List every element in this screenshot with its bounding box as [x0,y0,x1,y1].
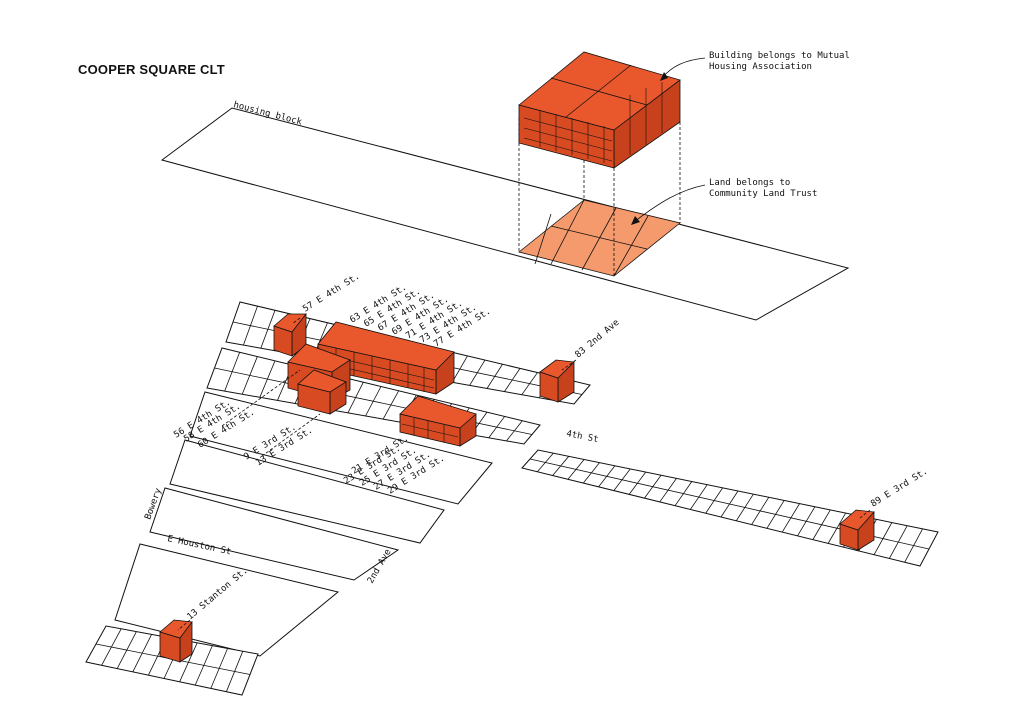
lot-line [214,367,533,435]
land-parcel [518,199,681,277]
label-fourth-st: 4th St [565,429,599,445]
building-annotation-line-2: Housing Association [709,62,812,72]
houston-block [149,487,400,581]
building-group-e4th [317,321,455,395]
building-annotation: Building belongs to Mutual Housing Assoc… [709,51,850,73]
e3rd-south-block [189,391,493,505]
main-building [518,51,681,169]
building-89-e3rd [839,509,875,551]
building-annotation-line-1: Building belongs to Mutual [709,51,850,61]
housing-block [160,107,850,321]
building-arrow [661,57,706,79]
bowery-block [169,439,445,544]
building-group-e3rd [399,395,477,447]
fourth-st-lots [521,449,939,567]
land-annotation-line-2: Community Land Trust [709,189,818,199]
land-annotation-line-1: Land belongs to [709,178,791,188]
main-building-windows [523,82,663,163]
land-annotation: Land belongs to Community Land Trust [709,178,817,200]
building-57-e4th [273,313,307,357]
label-leaders [177,317,871,631]
building-83-2nd-ave [539,359,575,403]
diagram-title: COOPER SQUARE CLT [78,62,225,77]
land-arrow [633,184,706,223]
label-57-e4th: 57 E 4th St. [301,272,361,315]
label-83-2nd-ave: 83 2nd Ave [574,318,622,360]
label-89-e3rd: 89 E 3rd St. [869,467,929,510]
building-e3rd-west [287,343,351,415]
